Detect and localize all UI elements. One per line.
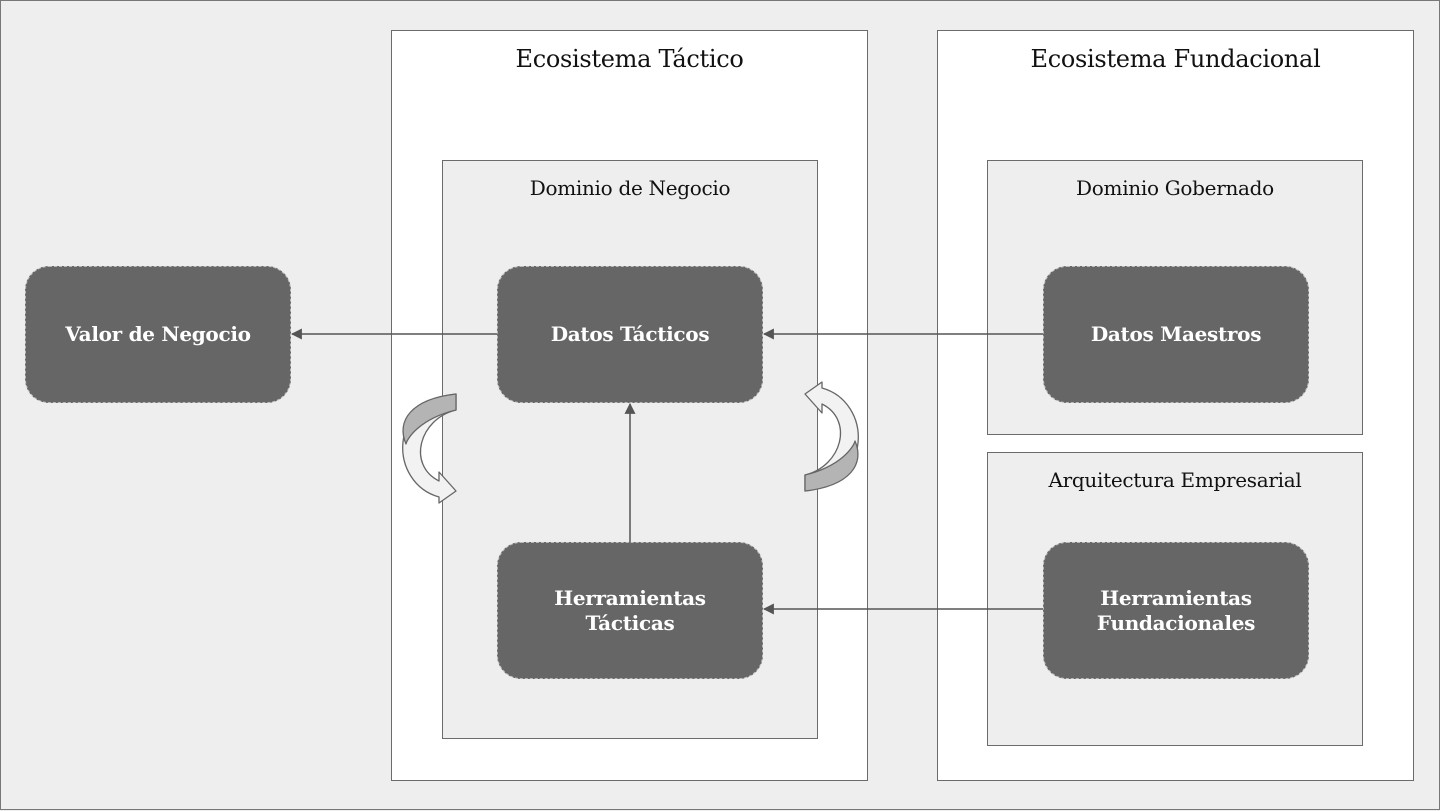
tactical-data-node: Datos Tácticos <box>497 266 763 403</box>
business-value-node: Valor de Negocio <box>25 266 291 403</box>
governed-domain-title: Dominio Gobernado <box>1076 176 1274 200</box>
foundational-ecosystem-title: Ecosistema Fundacional <box>1030 45 1321 73</box>
tactical-ecosystem-title: Ecosistema Táctico <box>515 45 744 73</box>
master-data-node: Datos Maestros <box>1043 266 1309 403</box>
enterprise-architecture-title: Arquitectura Empresarial <box>1048 468 1302 492</box>
foundational-tools-node: Herramientas Fundacionales <box>1043 542 1309 679</box>
business-domain-title: Dominio de Negocio <box>529 176 731 200</box>
tactical-tools-node: Herramientas Tácticas <box>497 542 763 679</box>
